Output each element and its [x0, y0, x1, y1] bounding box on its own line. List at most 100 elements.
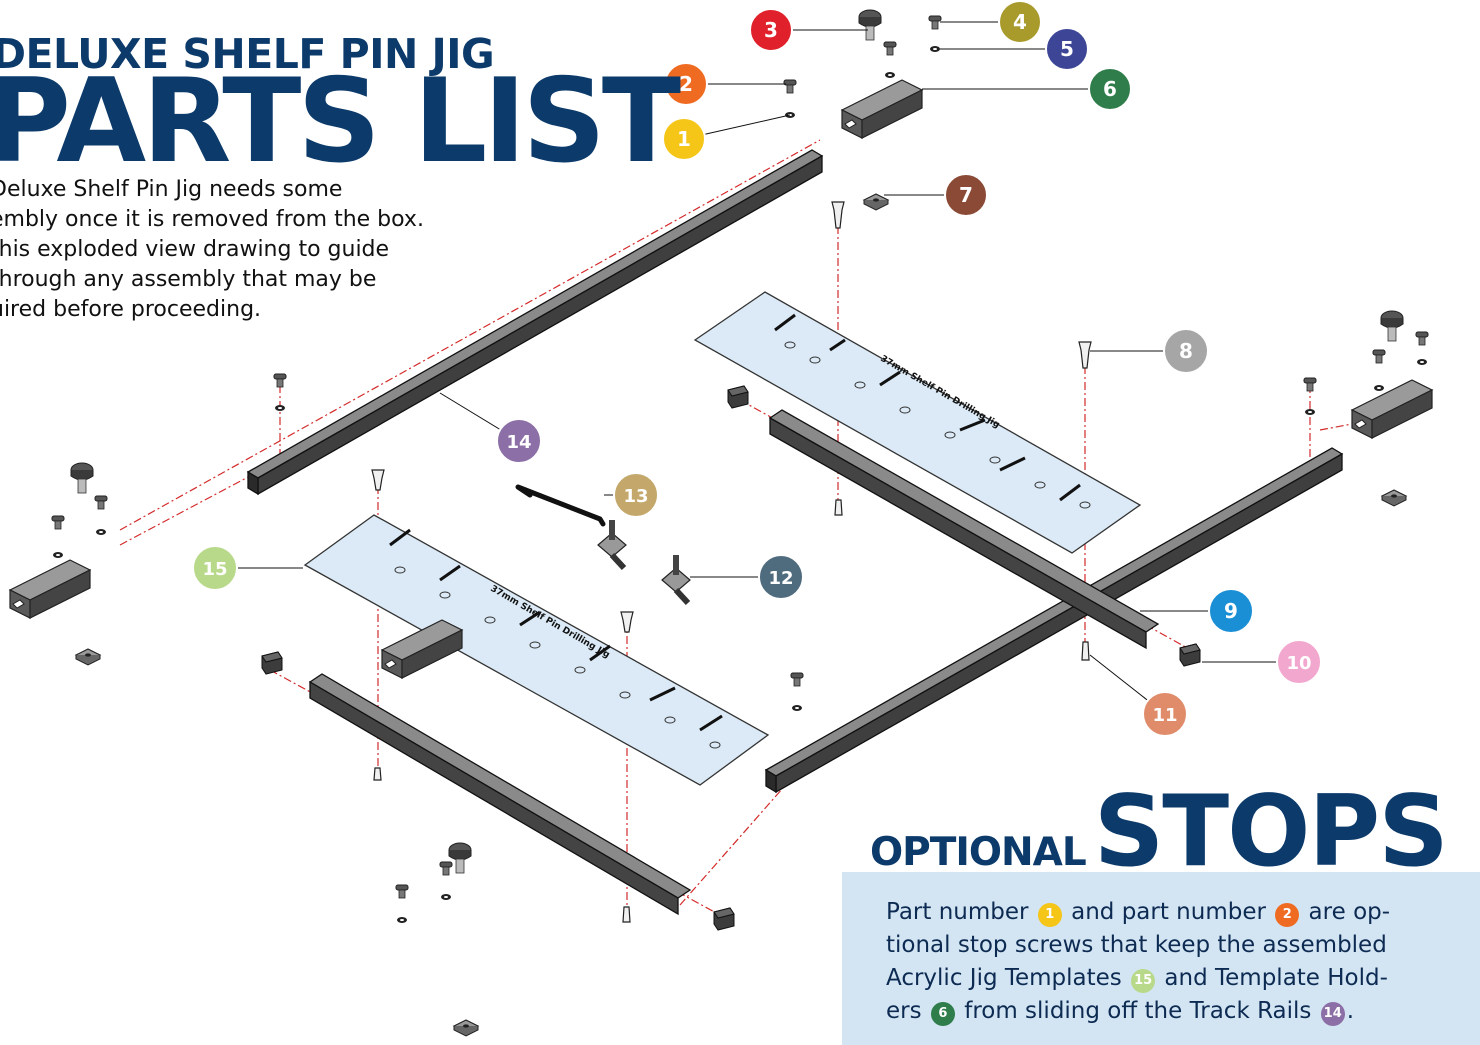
callout-number: 7	[959, 183, 973, 207]
callout-number: 6	[1103, 77, 1117, 101]
drill-stop-upper	[597, 520, 627, 571]
callout-11: 11	[1142, 691, 1188, 737]
washer-right-b	[1417, 359, 1427, 365]
callout-4: 4	[998, 0, 1042, 44]
stops-heading-big: STOPS	[1093, 775, 1449, 889]
callout-number: 13	[623, 486, 648, 507]
callout-number: 1	[677, 127, 691, 151]
screw-rail-upper	[273, 373, 287, 388]
end-cap-upper-a	[727, 385, 749, 409]
callout-1: 1	[662, 117, 706, 161]
stops-text-part: and Template Hold-	[1157, 965, 1388, 991]
callout-number: 2	[679, 72, 693, 96]
callout-circle	[662, 117, 706, 161]
callout-circle	[998, 0, 1042, 44]
callout-9: 9	[1208, 588, 1254, 634]
screw-right-b	[1415, 331, 1429, 346]
callout-10: 10	[1276, 639, 1322, 685]
stops-text-part: are op-	[1301, 899, 1391, 925]
screw-top-b	[883, 41, 897, 56]
washer-bottom-a	[397, 917, 407, 923]
intro-line: through any assembly that may be	[0, 267, 377, 292]
callout-circle	[192, 545, 238, 591]
callout-number: 8	[1179, 339, 1193, 363]
callout-5: 5	[1045, 27, 1089, 71]
stops-text-part: and part number	[1063, 899, 1274, 925]
screw-2	[783, 79, 797, 94]
t-nut-bottom	[453, 1019, 479, 1037]
callout-7: 7	[944, 173, 988, 217]
knob-right	[1380, 310, 1404, 342]
part-14-chip: 14	[1320, 1002, 1345, 1026]
callout-circle	[944, 173, 988, 217]
template-holder-bar-lower	[308, 673, 692, 916]
callout-number: 11	[1152, 705, 1177, 726]
screw-bottom-b	[439, 861, 453, 876]
template-holder-bar-upper	[768, 409, 1160, 650]
callout-number: 14	[506, 432, 531, 453]
callout-15: 15	[192, 545, 238, 591]
callout-circle	[758, 554, 804, 600]
t-nut-7	[863, 193, 889, 211]
stops-text-part: .	[1346, 998, 1355, 1024]
washer-rail-lower-b	[792, 705, 802, 711]
callout-number: 15	[202, 559, 227, 580]
acrylic-template-lower: 37mm Shelf Pin Drilling Jig	[303, 514, 770, 786]
part-15-chip: 15	[1131, 969, 1156, 993]
washer-left-a	[53, 552, 63, 558]
stops-heading: OPTIONALSTOPS	[870, 775, 1449, 889]
knob-bottom	[448, 842, 472, 874]
stops-note-text: Part number 1 and part number 2 are op- …	[886, 896, 1476, 1028]
callout-circle	[749, 8, 793, 52]
stops-text-part: Part number	[886, 899, 1036, 925]
template-holder-top	[841, 79, 923, 139]
track-rail-lower	[764, 447, 1344, 794]
callout-circle	[1142, 691, 1188, 737]
washer-5	[930, 46, 940, 52]
intro-line: uired before proceeding.	[0, 297, 262, 322]
callout-8: 8	[1163, 328, 1209, 374]
washer-right-a	[1374, 385, 1384, 391]
knob-top	[858, 9, 882, 41]
end-cap-10	[1179, 643, 1201, 667]
callout-circle	[1088, 67, 1132, 111]
washer-rail-upper	[275, 405, 285, 411]
callout-number: 4	[1013, 10, 1027, 34]
callout-circle	[1045, 27, 1089, 71]
title-small: DELUXE SHELF PIN JIG	[0, 30, 495, 78]
screw-4	[928, 15, 942, 30]
drill-stop-12	[661, 555, 691, 606]
stops-text-part: ers	[886, 998, 929, 1024]
screw-bottom-a	[395, 884, 409, 899]
callout-circle	[613, 472, 659, 518]
callout-6: 6	[1088, 67, 1132, 111]
callout-number: 12	[768, 568, 793, 589]
washer-rail-lower	[1305, 409, 1315, 415]
callout-3: 3	[749, 8, 793, 52]
t-nut-right	[1381, 489, 1407, 507]
screw-right-a	[1372, 349, 1386, 364]
allen-key-13	[515, 484, 606, 527]
callout-circle	[496, 418, 542, 464]
callout-circle	[1163, 328, 1209, 374]
stops-text-part: from sliding off the Track Rails	[956, 998, 1319, 1024]
track-rail-upper	[246, 149, 824, 496]
washer-left-b	[96, 529, 106, 535]
screw-rail-lower-b	[790, 672, 804, 687]
washer-top-b	[885, 72, 895, 78]
template-holder-right	[1351, 379, 1433, 439]
t-nut-left	[75, 648, 101, 666]
screw-left-b	[94, 495, 108, 510]
stops-text-part: tional stop screws that keep the assembl…	[886, 932, 1387, 958]
page-title: PARTS LIST	[0, 54, 681, 189]
part-6-chip: 6	[930, 1002, 955, 1026]
template-holder-left	[9, 559, 91, 619]
part-2-chip: 2	[1275, 903, 1300, 927]
intro-line: Deluxe Shelf Pin Jig needs some	[0, 177, 343, 202]
callout-circle	[664, 62, 708, 106]
callout-circle	[1208, 588, 1254, 634]
stops-text-part: Acrylic Jig Templates	[886, 965, 1130, 991]
callout-12: 12	[758, 554, 804, 600]
intro-paragraph: Deluxe Shelf Pin Jig needs some embly on…	[0, 175, 520, 325]
